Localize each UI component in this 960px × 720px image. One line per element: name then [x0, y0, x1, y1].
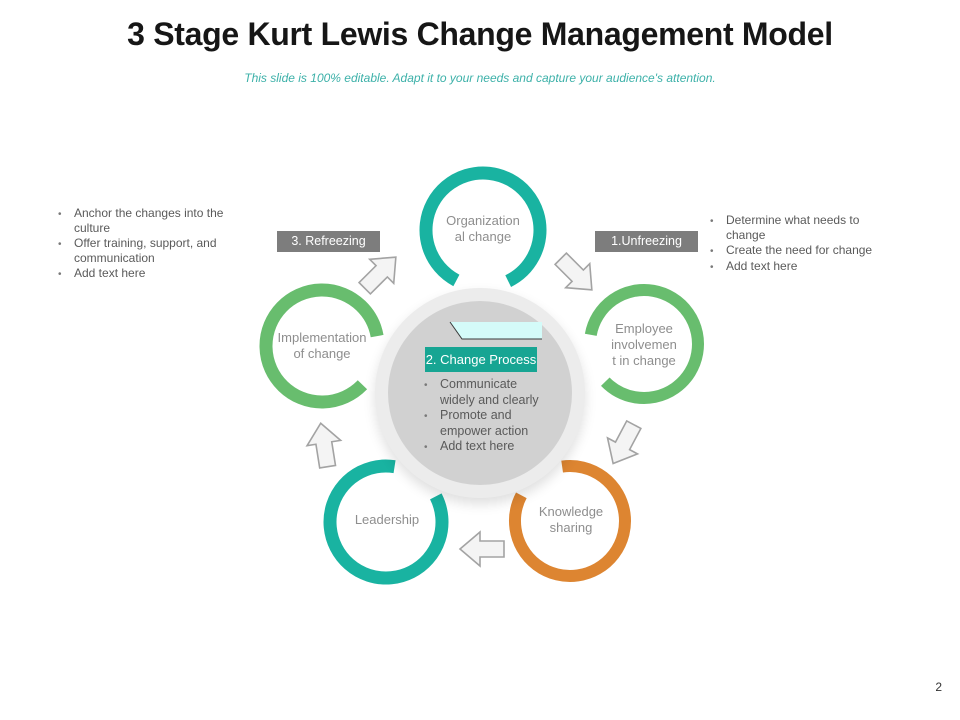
stage-label-change-process: 2. Change Process: [425, 347, 537, 372]
arrow-down-left-icon: [606, 419, 642, 465]
bullet-text: Communicate widely and clearly: [440, 377, 539, 407]
list-item: • Create the need for change: [710, 243, 905, 259]
arrow-up-icon: [305, 422, 343, 469]
ring-organizational-change: [419, 166, 547, 294]
arrow-up-right-icon: [357, 256, 397, 296]
refreezing-bullet-list: • Anchor the changes into the culture • …: [58, 206, 253, 282]
list-item: • Communicate widely and clearly: [424, 377, 556, 408]
ring-knowledge-sharing: [509, 460, 631, 582]
bullet-icon: •: [710, 262, 714, 273]
bullet-icon: •: [424, 442, 428, 453]
stage-label-unfreezing: 1.Unfreezing: [595, 231, 698, 252]
bullet-text: Promote and empower action: [440, 408, 529, 438]
bullet-text: Determine what needs to change: [726, 213, 860, 242]
bullet-icon: •: [58, 209, 62, 220]
bullet-text: Create the need for change: [726, 243, 873, 257]
bullet-text: Add text here: [440, 439, 515, 453]
bullet-icon: •: [58, 239, 62, 250]
arrow-down-right-icon: [553, 251, 593, 291]
bullet-icon: •: [710, 246, 714, 257]
stage-label-refreezing: 3. Refreezing: [277, 231, 380, 252]
bullet-text: Add text here: [726, 259, 798, 273]
change-process-bullet-list: • Communicate widely and clearly • Promo…: [424, 377, 556, 455]
bullet-icon: •: [58, 269, 62, 280]
page-number: 2: [935, 680, 942, 694]
ring-leadership: [323, 459, 449, 585]
bullet-icon: •: [424, 411, 428, 422]
list-item: • Offer training, support, and communica…: [58, 236, 253, 266]
list-item: • Promote and empower action: [424, 408, 556, 439]
circle-label-employee-involvement: Employee involvemen t in change: [611, 321, 677, 368]
list-item: • Determine what needs to change: [710, 213, 905, 243]
slide-subtitle: This slide is 100% editable. Adapt it to…: [244, 71, 716, 85]
ring-arc: [584, 284, 704, 404]
unfreezing-bullet-list: • Determine what needs to change • Creat…: [710, 213, 905, 275]
ribbon-shape: [450, 322, 542, 339]
list-item: • Add text here: [424, 439, 556, 455]
arrow-left-icon: [458, 530, 505, 568]
bullet-text: Offer training, support, and communicati…: [74, 236, 217, 265]
bullet-icon: •: [424, 380, 428, 391]
ring-arc: [419, 166, 547, 294]
ring-arc: [323, 459, 449, 585]
ribbon-outline: [449, 321, 542, 340]
bullet-text: Anchor the changes into the culture: [74, 206, 224, 235]
list-item: • Add text here: [710, 259, 905, 275]
list-item: • Add text here: [58, 266, 253, 282]
list-item: • Anchor the changes into the culture: [58, 206, 253, 236]
circle-label-organizational-change: Organization al change: [446, 213, 520, 244]
circle-label-knowledge-sharing: Knowledge sharing: [538, 504, 604, 535]
ring-implementation-of-change: [259, 283, 385, 409]
circle-label-implementation-of-change: Implementation of change: [277, 330, 367, 361]
bullet-icon: •: [710, 216, 714, 227]
bullet-text: Add text here: [74, 266, 146, 280]
slide-title: 3 Stage Kurt Lewis Change Management Mod…: [127, 16, 833, 52]
circle-label-leadership: Leadership: [354, 512, 420, 527]
ribbon-banner-icon: [449, 321, 542, 340]
ring-employee-involvement: [584, 284, 704, 404]
ring-arc: [259, 283, 385, 409]
